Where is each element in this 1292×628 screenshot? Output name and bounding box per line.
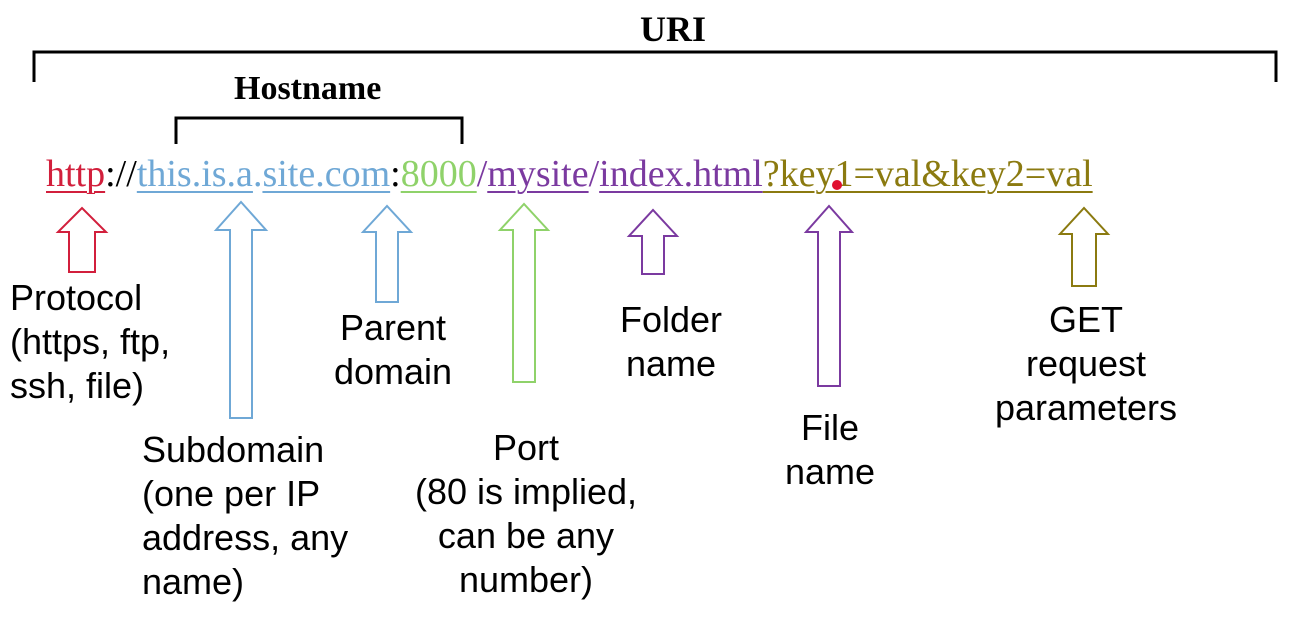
hostname-title: Hostname bbox=[234, 70, 382, 107]
subdomain-arrow-icon bbox=[213, 200, 269, 419]
port-label: Port (80 is implied, can be any number) bbox=[396, 426, 656, 602]
parent-domain-arrow-icon bbox=[360, 204, 414, 303]
get-params-label: GET request parameters bbox=[976, 298, 1196, 430]
parent-domain-label-line: domain bbox=[333, 351, 453, 392]
get-params-label-line: request bbox=[1025, 343, 1147, 384]
parent-domain-label-line: Parent bbox=[339, 307, 447, 348]
folder-label: Folder name bbox=[596, 298, 746, 386]
subdomain-label-line: (one per IP bbox=[142, 473, 321, 514]
url-port: 8000 bbox=[400, 153, 477, 195]
folder-label-line: Folder bbox=[619, 299, 723, 340]
url-folder: mysite bbox=[487, 153, 589, 195]
hostname-bracket bbox=[174, 116, 464, 144]
protocol-label-line: (https, ftp, bbox=[10, 321, 171, 362]
port-label-line: can be any bbox=[437, 515, 615, 556]
subdomain-label: Subdomain (one per IP address, any name) bbox=[142, 428, 348, 604]
url-slash-1: / bbox=[476, 153, 488, 195]
url-parent-domain: site.com bbox=[262, 153, 391, 195]
port-label-line: (80 is implied, bbox=[414, 471, 638, 512]
get-params-label-line: GET bbox=[1048, 299, 1123, 340]
url-dot: . bbox=[252, 153, 263, 195]
protocol-arrow-icon bbox=[55, 206, 109, 273]
pointer-cursor-icon bbox=[832, 180, 842, 190]
parent-domain-label: Parent domain bbox=[318, 306, 468, 394]
url-protocol: http bbox=[46, 153, 106, 195]
uri-title: URI bbox=[640, 9, 707, 49]
get-arrow-icon bbox=[1057, 206, 1111, 287]
url-file: index.html bbox=[599, 153, 763, 195]
port-arrow-icon bbox=[497, 202, 551, 383]
url-subdomain: this.is.a bbox=[136, 153, 253, 195]
url-query: ?key1=val&key2=val bbox=[762, 153, 1093, 195]
file-arrow-icon bbox=[803, 204, 855, 387]
url-colon: : bbox=[390, 153, 401, 195]
url-scheme-separator: :// bbox=[105, 153, 137, 195]
protocol-label: Protocol (https, ftp, ssh, file) bbox=[10, 276, 170, 408]
get-params-label-line: parameters bbox=[994, 387, 1178, 428]
subdomain-label-line: Subdomain bbox=[142, 429, 325, 470]
protocol-label-line: Protocol bbox=[10, 277, 143, 318]
port-label-line: number) bbox=[458, 559, 594, 600]
file-label-line: File bbox=[800, 407, 859, 448]
port-label-line: Port bbox=[492, 427, 560, 468]
uri-bracket bbox=[32, 50, 1278, 82]
subdomain-label-line: address, any bbox=[142, 517, 349, 558]
file-label: File name bbox=[760, 406, 900, 494]
protocol-label-line: ssh, file) bbox=[10, 365, 145, 406]
url-line: http://this.is.a.site.com:8000/mysite/in… bbox=[46, 152, 1093, 196]
folder-label-line: name bbox=[625, 343, 717, 384]
subdomain-label-line: name) bbox=[142, 561, 245, 602]
file-label-line: name bbox=[784, 451, 876, 492]
url-slash-2: / bbox=[588, 153, 600, 195]
folder-arrow-icon bbox=[626, 208, 680, 275]
